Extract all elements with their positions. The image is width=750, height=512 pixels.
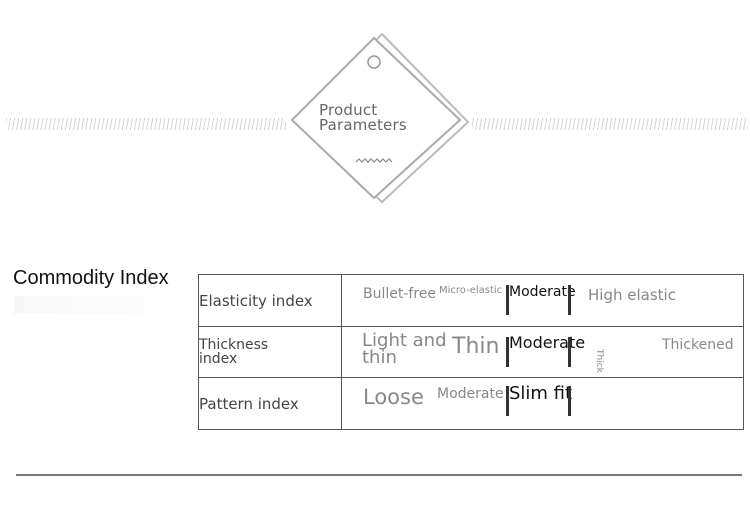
pattern-label: Pattern index: [199, 394, 299, 413]
option-thick: Thick: [594, 349, 604, 373]
tag-title-line1: Product: [319, 101, 378, 119]
selection-marker-right: [568, 386, 571, 416]
option-slim-fit-selected: Slim fit: [509, 383, 573, 404]
row-label: Pattern index: [198, 377, 342, 430]
thickness-scale: Light and thin Thin Moderate Thick Thick…: [341, 326, 744, 378]
option-moderate-selected: Moderate: [509, 333, 586, 352]
tag-title-line2: Parameters: [319, 116, 407, 134]
option-light-and-thin: Light and thin: [362, 330, 447, 368]
option-loose: Loose: [363, 385, 424, 409]
option-thin: Thin: [452, 334, 500, 359]
option-micro-elastic: Micro-elastic: [439, 285, 503, 296]
pattern-scale: Loose Moderate Slim fit: [341, 377, 744, 430]
option-bullet-free: Bullet-free: [363, 286, 437, 302]
section-title-shadow: [14, 296, 144, 314]
table-row-pattern: Pattern index Loose Moderate Slim fit: [198, 377, 744, 430]
selection-marker-right: [568, 285, 571, 315]
selection-marker-left: [506, 337, 509, 367]
selection-marker-left: [506, 285, 509, 315]
elasticity-scale: Bullet-free Micro-elastic Moderate High …: [341, 274, 744, 327]
option-moderate: Moderate: [437, 386, 504, 402]
bottom-divider: [16, 474, 742, 476]
selection-marker-right: [568, 337, 571, 367]
row-label: Thickness index: [198, 326, 342, 378]
row-label: Elasticity index: [198, 274, 342, 327]
elasticity-label: Elasticity index: [199, 291, 313, 310]
thickness-label-line2: index: [199, 351, 238, 367]
commodity-index-title: Commodity Index: [13, 267, 169, 289]
thickness-label-line1: Thickness: [199, 337, 269, 353]
hang-tag-icon: [290, 32, 470, 204]
table-row-elasticity: Elasticity index Bullet-free Micro-elast…: [198, 274, 744, 327]
selection-marker-left: [506, 386, 509, 416]
option-moderate-selected: Moderate: [509, 284, 576, 300]
product-parameters-title: Product Parameters: [319, 103, 429, 133]
option-high-elastic: High elastic: [588, 286, 676, 304]
commodity-index-table: Elasticity index Bullet-free Micro-elast…: [198, 274, 744, 430]
option-thickened: Thickened: [662, 337, 734, 353]
table-row-thickness: Thickness index Light and thin Thin Mode…: [198, 326, 744, 378]
